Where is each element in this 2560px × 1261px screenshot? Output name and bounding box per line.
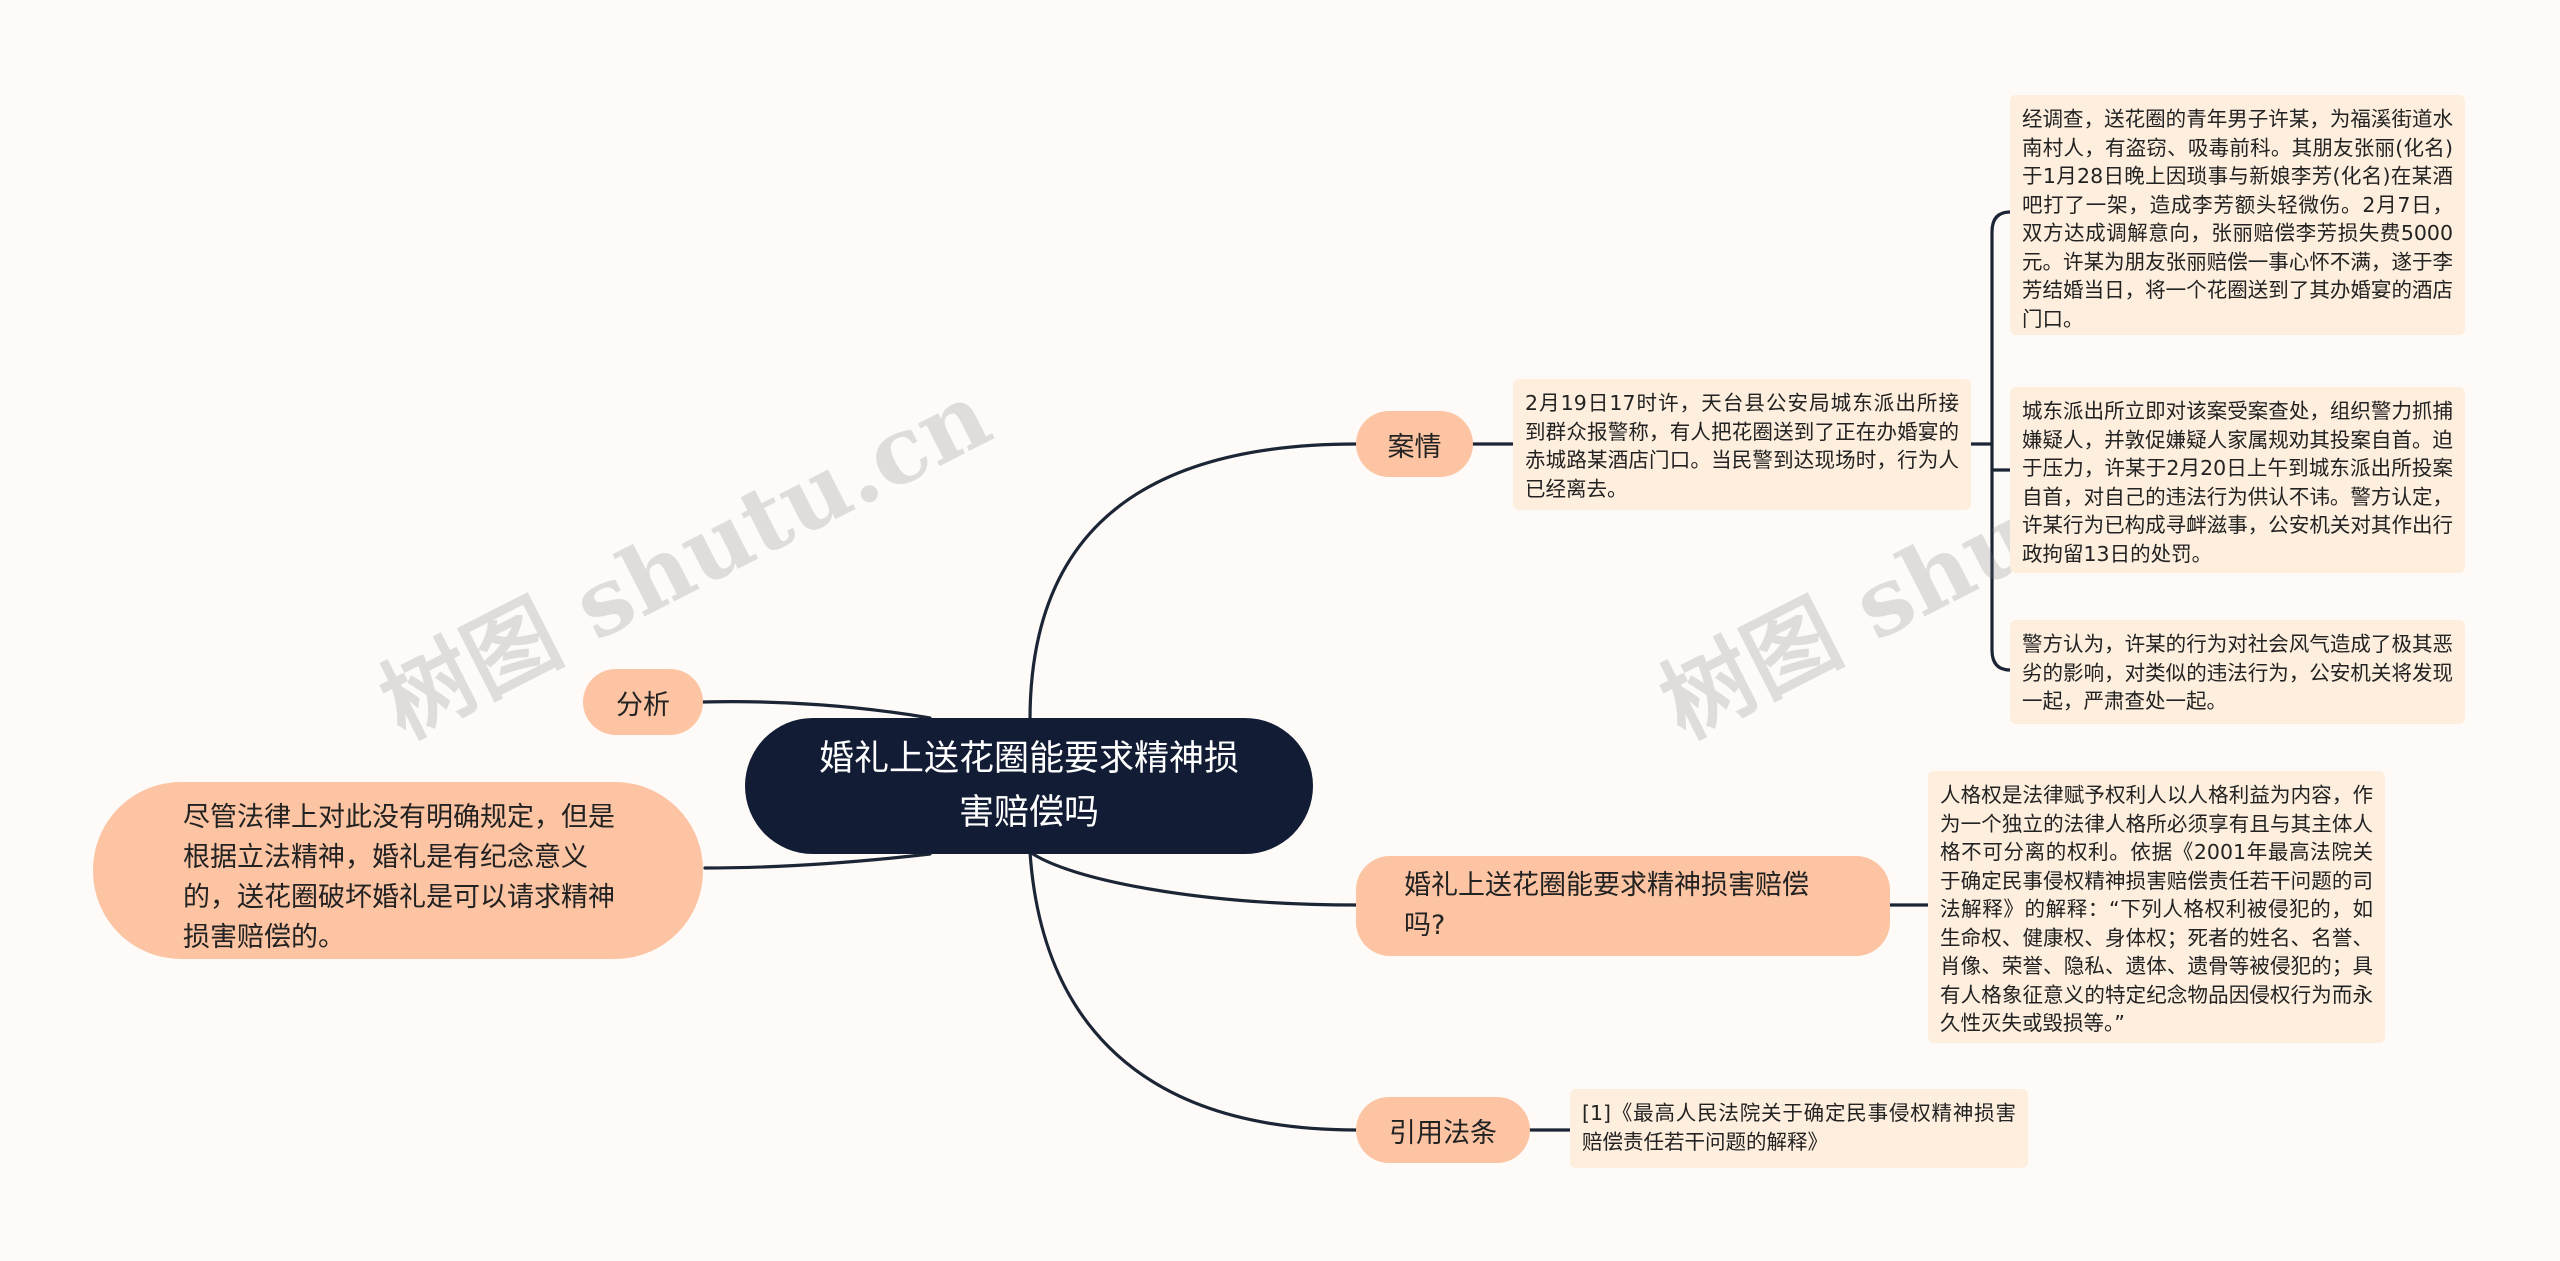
bracket-details [1990,210,2012,672]
link-root-analysis [701,700,932,720]
case-detail-investigation: 经调查，送花圈的青年男子许某，为福溪街道水南村人，有盗窃、吸毒前科。其朋友张丽(… [2010,95,2465,335]
link-root-detail-left [703,852,932,870]
branch-question[interactable]: 婚礼上送花圈能要求精神损害赔偿吗? [1356,856,1890,956]
case-detail-police-view: 警方认为，许某的行为对社会风气造成了极其恶劣的影响，对类似的违法行为，公安机关将… [2010,620,2465,724]
citation-detail-note: [1]《最高人民法院关于确定民事侵权精神损害赔偿责任若干问题的解释》 [1570,1089,2028,1168]
analysis-detail-node[interactable]: 尽管法律上对此没有明确规定，但是根据立法精神，婚礼是有纪念意义的，送花圈破坏婚礼… [93,782,703,959]
branch-citation[interactable]: 引用法条 [1356,1097,1530,1163]
link-root-citation [1028,850,1358,1132]
branch-case[interactable]: 案情 [1356,411,1473,477]
branch-analysis[interactable]: 分析 [583,669,703,735]
link-root-case [1028,442,1358,722]
case-summary-note: 2月19日17时许，天台县公安局城东派出所接到群众报警称，有人把花圈送到了正在办… [1513,379,1971,510]
link-root-question [1028,850,1358,907]
case-detail-police-action: 城东派出所立即对该案受案查处，组织警力抓捕嫌疑人，并敦促嫌疑人家属规劝其投案自首… [2010,387,2465,573]
question-detail-note: 人格权是法律赋予权利人以人格利益为内容，作为一个独立的法律人格所必须享有且与其主… [1928,771,2385,1043]
root-topic[interactable]: 婚礼上送花圈能要求精神损害赔偿吗 [745,718,1313,854]
